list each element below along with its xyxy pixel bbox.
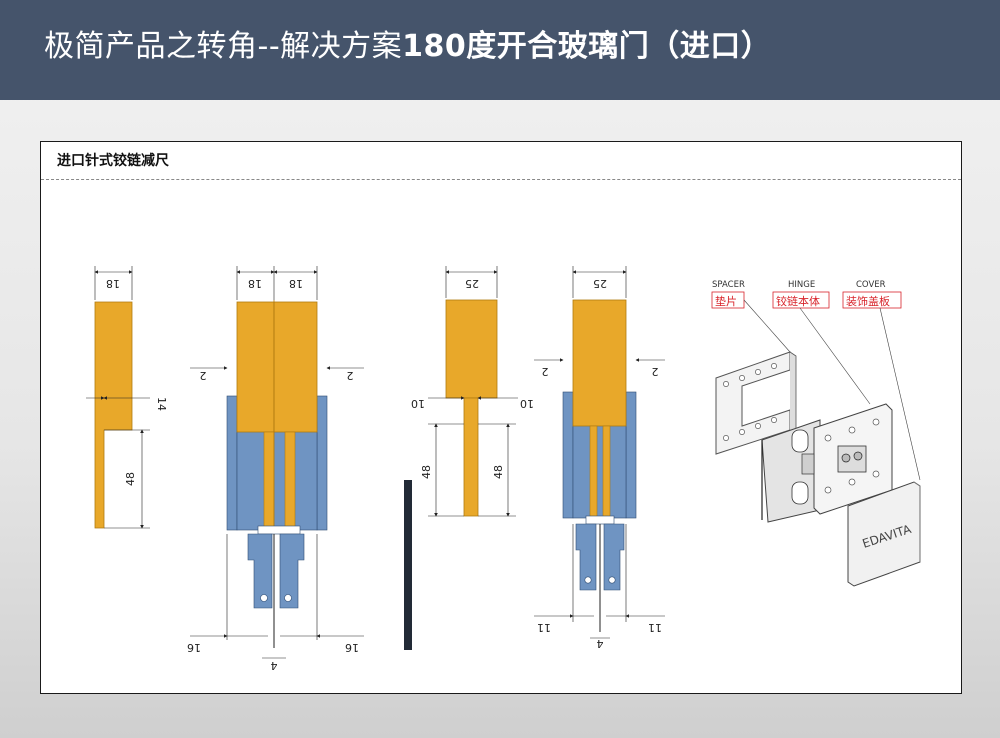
spacer-plate	[715, 351, 797, 455]
fig2-dim-16-left: 16	[187, 641, 201, 654]
slide-title-regular: 极简产品之转角--解决方案	[44, 29, 403, 64]
hinge-body	[761, 403, 893, 523]
cover-label-cn: 装饰盖板	[846, 294, 890, 308]
fig1-glass-panel	[94, 301, 133, 529]
spacer-label-en: SPACER	[712, 280, 745, 290]
cover-plate: EDAVITA	[847, 481, 921, 587]
diagram-panel: 进口针式铰链减尺	[40, 141, 962, 694]
panel-divider	[41, 179, 961, 180]
hinge-label-en: HINGE	[788, 280, 815, 290]
slide-title-bold: 180度开合玻璃门（进口）	[402, 29, 772, 64]
spacer-label-cn: 垫片	[715, 294, 737, 308]
fig4-dim-25: 25	[593, 277, 607, 290]
fig3-dim-25: 25	[465, 277, 479, 290]
fig4-dim-4: 4	[597, 637, 604, 650]
fig2-double-glass-hinge: 18 18 2 2 16 16 4	[187, 266, 364, 672]
fig4-dim-2-right: 2	[652, 365, 659, 378]
fig3-single-glass-25: 25 10 10 48 48	[411, 266, 534, 517]
fig2-dim-18-right: 18	[289, 277, 303, 290]
fig1-dim-14: 14	[155, 397, 168, 411]
header-bar: 极简产品之转角--解决方案180度开合玻璃门（进口）	[0, 0, 1000, 100]
fig2-dim-18-left: 18	[248, 277, 262, 290]
fig2-dim-2-left: 2	[200, 369, 207, 382]
panel-heading: 进口针式铰链减尺	[57, 153, 169, 169]
cover-label-en: COVER	[856, 280, 886, 290]
fig2-dim-4: 4	[271, 659, 278, 672]
exploded-hinge-view: SPACER 垫片 HINGE 铰链本体 COVER 装饰盖板	[711, 280, 921, 587]
fig1-dim-48: 48	[124, 472, 137, 486]
fig3-dim-48-left: 48	[420, 465, 433, 479]
fig3-dim-10-right: 10	[520, 397, 534, 410]
fig2-dim-2-right: 2	[347, 369, 354, 382]
fig3-dim-10-left: 10	[411, 397, 425, 410]
hinge-label-cn: 铰链本体	[776, 294, 820, 308]
fig4-dim-11-right: 11	[648, 621, 662, 634]
fig4-dim-11-left: 11	[537, 621, 551, 634]
fig3-dim-48-right: 48	[492, 465, 505, 479]
fig2-dim-16-right: 16	[345, 641, 359, 654]
slide-title: 极简产品之转角--解决方案180度开合玻璃门（进口）	[44, 24, 771, 70]
fig1-single-glass: 18 14 48	[86, 266, 168, 529]
fig1-dim-18: 18	[106, 277, 120, 290]
fig4-dim-2-left: 2	[542, 365, 549, 378]
wall-section	[404, 480, 412, 650]
fig4-glass-25-hinge: 25 2 2 11 11 4	[534, 266, 665, 650]
